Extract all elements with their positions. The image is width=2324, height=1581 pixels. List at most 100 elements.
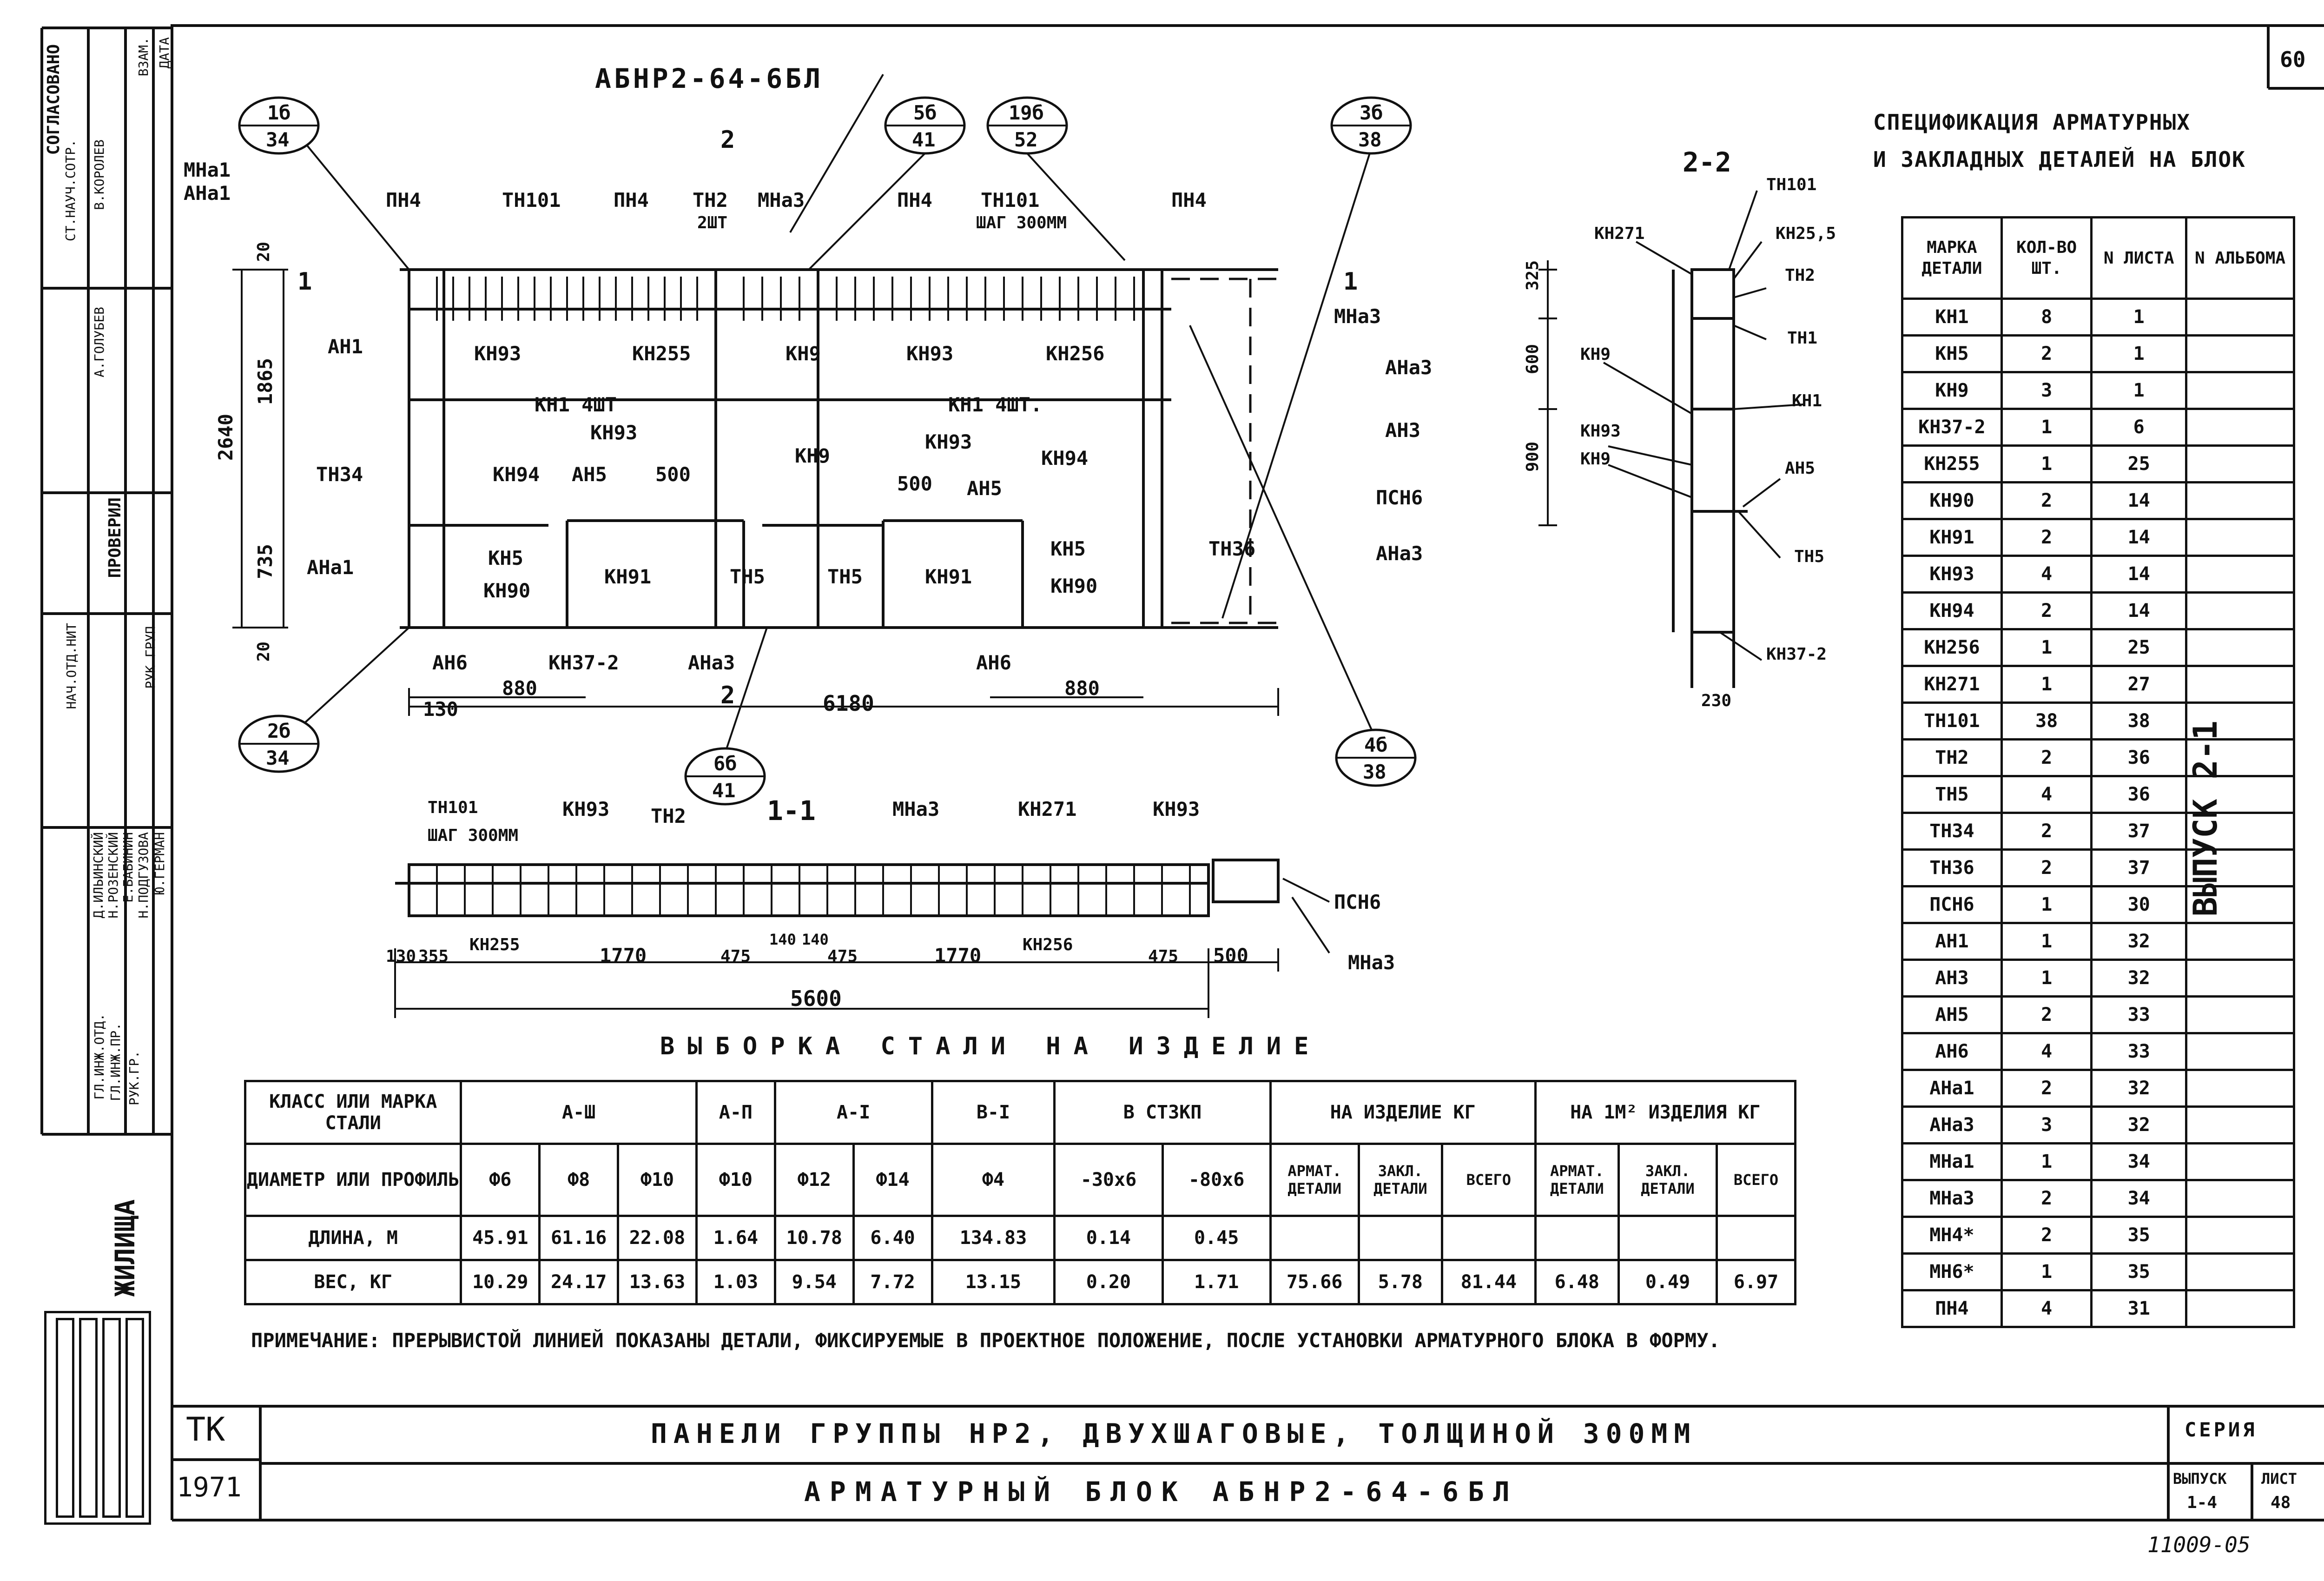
stamp-row-role: РУК.ГР. <box>126 1051 142 1106</box>
section-label: ТН1 <box>1787 329 1818 348</box>
steel-weight-cell: 75.66 <box>1269 1259 1360 1305</box>
leader-label: ТН5 <box>730 565 765 588</box>
spec-qty-cell: 2 <box>2000 1216 2093 1255</box>
spec-sheet-cell: 25 <box>2090 628 2188 667</box>
steel-group: В-I <box>931 1080 1056 1145</box>
steel-group: А-Ш <box>460 1080 698 1145</box>
section-mark: 1 <box>1343 268 1358 296</box>
steel-weight-cell: 0.20 <box>1053 1259 1164 1305</box>
spec-sheet-cell: 38 <box>2090 701 2188 741</box>
section-2-2-title: 2-2 <box>1683 146 1731 178</box>
leader-label: ПН4 <box>1171 189 1207 212</box>
series-label: СЕРИЯ <box>2185 1418 2258 1441</box>
leader-label: ТН5 <box>827 565 863 588</box>
steel-weight-cell: 13.63 <box>617 1259 698 1305</box>
steel-length-cell <box>1441 1215 1537 1261</box>
spec-mark-cell: МН4* <box>1901 1216 2003 1255</box>
spec-mark-cell: ПСН6 <box>1901 885 2003 924</box>
section-label: ТН5 <box>1794 547 1825 566</box>
steel-row-header: ДЛИНА, М <box>244 1215 462 1261</box>
leader-label: КН1 4ШТ. <box>948 393 1043 416</box>
leader-label: КН5 <box>1050 537 1086 560</box>
spec-sheet-cell: 14 <box>2090 555 2188 594</box>
spec-mark-cell: МНа3 <box>1901 1179 2003 1218</box>
issue-value: 1-4 <box>2187 1493 2218 1512</box>
stamp-row-role: РУК.ГРУП. <box>143 618 158 689</box>
section-label: КН93 <box>562 798 610 820</box>
stamp-check-header: ПРОВЕРИЛ <box>106 497 125 578</box>
section-label: КН9 <box>1580 450 1611 469</box>
steel-weight-cell: 81.44 <box>1441 1259 1537 1305</box>
spec-qty-cell: 38 <box>2000 701 2093 741</box>
spec-mark-cell: КН91 <box>1901 518 2003 557</box>
steel-length-cell: 61.16 <box>538 1215 620 1261</box>
steel-length-cell: 1.64 <box>695 1215 776 1261</box>
steel-weight-cell: 9.54 <box>773 1259 855 1305</box>
steel-length-cell: 0.45 <box>1161 1215 1272 1261</box>
spec-mark-cell: АН6 <box>1901 1032 2003 1071</box>
spec-title-line2: И ЗАКЛАДНЫХ ДЕТАЛЕЙ НА БЛОК <box>1873 147 2246 172</box>
section-mark: 2 <box>720 126 735 154</box>
dim-label: 900 <box>1523 442 1542 472</box>
steel-diameter-cell: ЗАКЛ. ДЕТАЛИ <box>1357 1143 1444 1217</box>
steel-weight-cell: 6.97 <box>1716 1259 1796 1305</box>
page-number: 60 <box>2280 47 2306 72</box>
spec-sheet-cell: 14 <box>2090 518 2188 557</box>
spec-qty-cell: 1 <box>2000 665 2093 704</box>
org-dept: ЖИЛИЩА <box>109 1199 141 1297</box>
leader-label: АН1 <box>328 335 363 358</box>
spec-mark-cell: КН37-2 <box>1901 408 2003 447</box>
spec-qty-cell: 1 <box>2000 885 2093 924</box>
leader-label: ТН2 <box>693 189 728 212</box>
spec-album-cell <box>2185 555 2295 594</box>
spec-sheet-cell: 14 <box>2090 481 2188 520</box>
steel-diameter-cell: Ф12 <box>773 1143 855 1217</box>
steel-group: А-I <box>773 1080 933 1145</box>
steel-weight-cell: 7.72 <box>852 1259 933 1305</box>
spec-sheet-cell: 6 <box>2090 408 2188 447</box>
callout-top: 5б <box>913 101 937 124</box>
spec-album-cell <box>2185 334 2295 373</box>
dim-label: 880 <box>1064 677 1100 700</box>
spec-qty-cell: 1 <box>2000 959 2093 998</box>
leader-label: МНа3 <box>1334 305 1381 328</box>
spec-album-cell <box>2185 408 2295 447</box>
spec-mark-cell: ТН34 <box>1901 812 2003 851</box>
spec-sheet-cell: 27 <box>2090 665 2188 704</box>
dim-label: 130 <box>423 698 458 721</box>
spec-sheet-cell: 35 <box>2090 1252 2188 1291</box>
spec-mark-cell: АНа3 <box>1901 1105 2003 1144</box>
leader-label: АНа3 <box>688 651 735 674</box>
spec-album-cell <box>2185 518 2295 557</box>
leader-label: ТН101 <box>981 189 1040 212</box>
leader-label: ШАГ 300ММ <box>976 213 1067 232</box>
spec-album-cell <box>2185 1216 2295 1255</box>
steel-diameter-cell: АРМАТ. ДЕТАЛИ <box>1269 1143 1360 1217</box>
spec-mark-cell: КН255 <box>1901 444 2003 483</box>
spec-qty-cell: 3 <box>2000 371 2093 410</box>
steel-length-cell <box>1716 1215 1796 1261</box>
section-label: КН256 <box>1023 935 1073 954</box>
steel-diameter-cell: АРМАТ. ДЕТАЛИ <box>1534 1143 1620 1217</box>
steel-weight-cell: 1.03 <box>695 1259 776 1305</box>
spec-header: МАРКА ДЕТАЛИ <box>1901 216 2003 300</box>
dim-label: 140 <box>769 931 796 948</box>
spec-album-cell <box>2185 1142 2295 1181</box>
spec-sheet-cell: 14 <box>2090 591 2188 630</box>
spec-mark-cell: КН94 <box>1901 591 2003 630</box>
footer-number: 11009-05 <box>2147 1532 2251 1557</box>
spec-sheet-cell: 31 <box>2090 1289 2188 1328</box>
spec-qty-cell: 1 <box>2000 444 2093 483</box>
title-line2: АРМАТУРНЫЙ БЛОК АБНР2-64-6БЛ <box>804 1476 1519 1508</box>
spec-album-cell <box>2185 1032 2295 1071</box>
spec-album-cell <box>2185 628 2295 667</box>
steel-group: НА ИЗДЕЛИЕ КГ <box>1269 1080 1537 1145</box>
spec-sheet-cell: 32 <box>2090 959 2188 998</box>
